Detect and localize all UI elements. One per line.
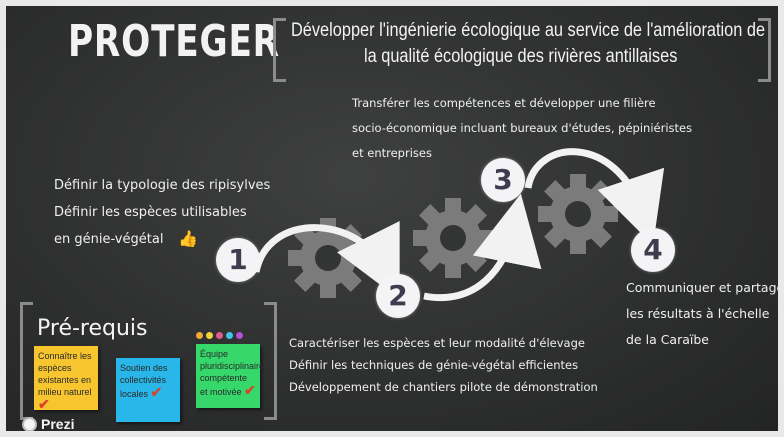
prezi-logo: Prezi [22,416,74,431]
step-4-line-1: Communiquer et partager [626,280,778,295]
gear-icon-2 [413,198,493,278]
arrow-3-to-4 [524,148,665,246]
process-flow-graphic [252,148,665,302]
sticky-note-yellow: Connaître les espèces existantes en mili… [34,346,98,412]
step-1-circle: 1 [216,238,260,282]
step-1-line-1: Définir la typologie des ripisylves [54,178,271,193]
prereq-left-bracket [20,302,33,420]
sticky-note-green: Équipe pluridisciplinaire compétente et … [196,344,264,408]
page-title: PROTEGER [68,16,280,67]
step-3-number: 3 [493,163,513,196]
step-2-number: 2 [388,279,408,312]
step-3-line-2: socio-économique incluant bureaux d'étud… [352,121,693,135]
gear-icon-3 [538,174,618,254]
dot-orange [196,332,203,339]
checkmark-icon: ✔ [38,396,50,412]
step-4-line-2: les résultats à l'échelle [626,306,770,321]
note-1-text: Connaître les espèces existantes en mili… [38,351,92,397]
dot-purple [236,332,243,339]
prereq-heading: Pré-requis [37,316,148,341]
checkmark-icon: ✔ [150,384,163,400]
note-2-text: Soutien des collectivités locales [120,363,168,399]
step-4-circle: 4 [631,228,675,272]
step-4-number: 4 [643,233,663,266]
step-2-circle: 2 [376,274,420,318]
step-2-line-1: Caractériser les espèces et leur modalit… [289,336,585,350]
prezi-logo-icon [22,416,37,431]
prereq-right-bracket [264,302,277,420]
step-3-circle: 3 [481,158,525,202]
step-1-line-3: en génie-végétal [54,232,164,247]
sticky-note-blue: Soutien des collectivités locales ✔ [116,358,180,422]
step-1-number: 1 [228,243,248,276]
subtitle-right-bracket [758,18,771,82]
step-2-line-2: Définir les techniques de génie-végétal … [289,358,579,372]
step-3-line-1: Transférer les compétences et développer… [352,96,656,110]
dot-cyan [226,332,233,339]
dot-pink [216,332,223,339]
subtitle-line-1: Développer l'ingénierie écologique au se… [291,20,766,41]
thumbs-up-icon: 👍 [178,229,198,248]
step-4-line-3: de la Caraïbe [626,332,709,347]
checkmark-icon: ✔ [244,382,256,398]
step-3-line-3: et entreprises [352,146,432,160]
subtitle-left-bracket [273,18,286,82]
note-3-text: Équipe pluridisciplinaire compétente et … [200,349,265,397]
prezi-logo-text: Prezi [41,416,75,431]
dot-yellow [206,332,213,339]
chalkboard: PROTEGER Développer l'ingénierie écologi… [6,6,778,431]
arrow-1-to-2 [252,221,400,300]
step-1-line-2: Définir les espèces utilisables [54,205,247,220]
step-2-line-3: Développement de chantiers pilote de dém… [289,380,598,394]
arrow-2-to-3 [423,193,542,302]
color-dots [196,324,246,343]
subtitle-line-2: la qualité écologique des rivières antil… [364,46,678,67]
